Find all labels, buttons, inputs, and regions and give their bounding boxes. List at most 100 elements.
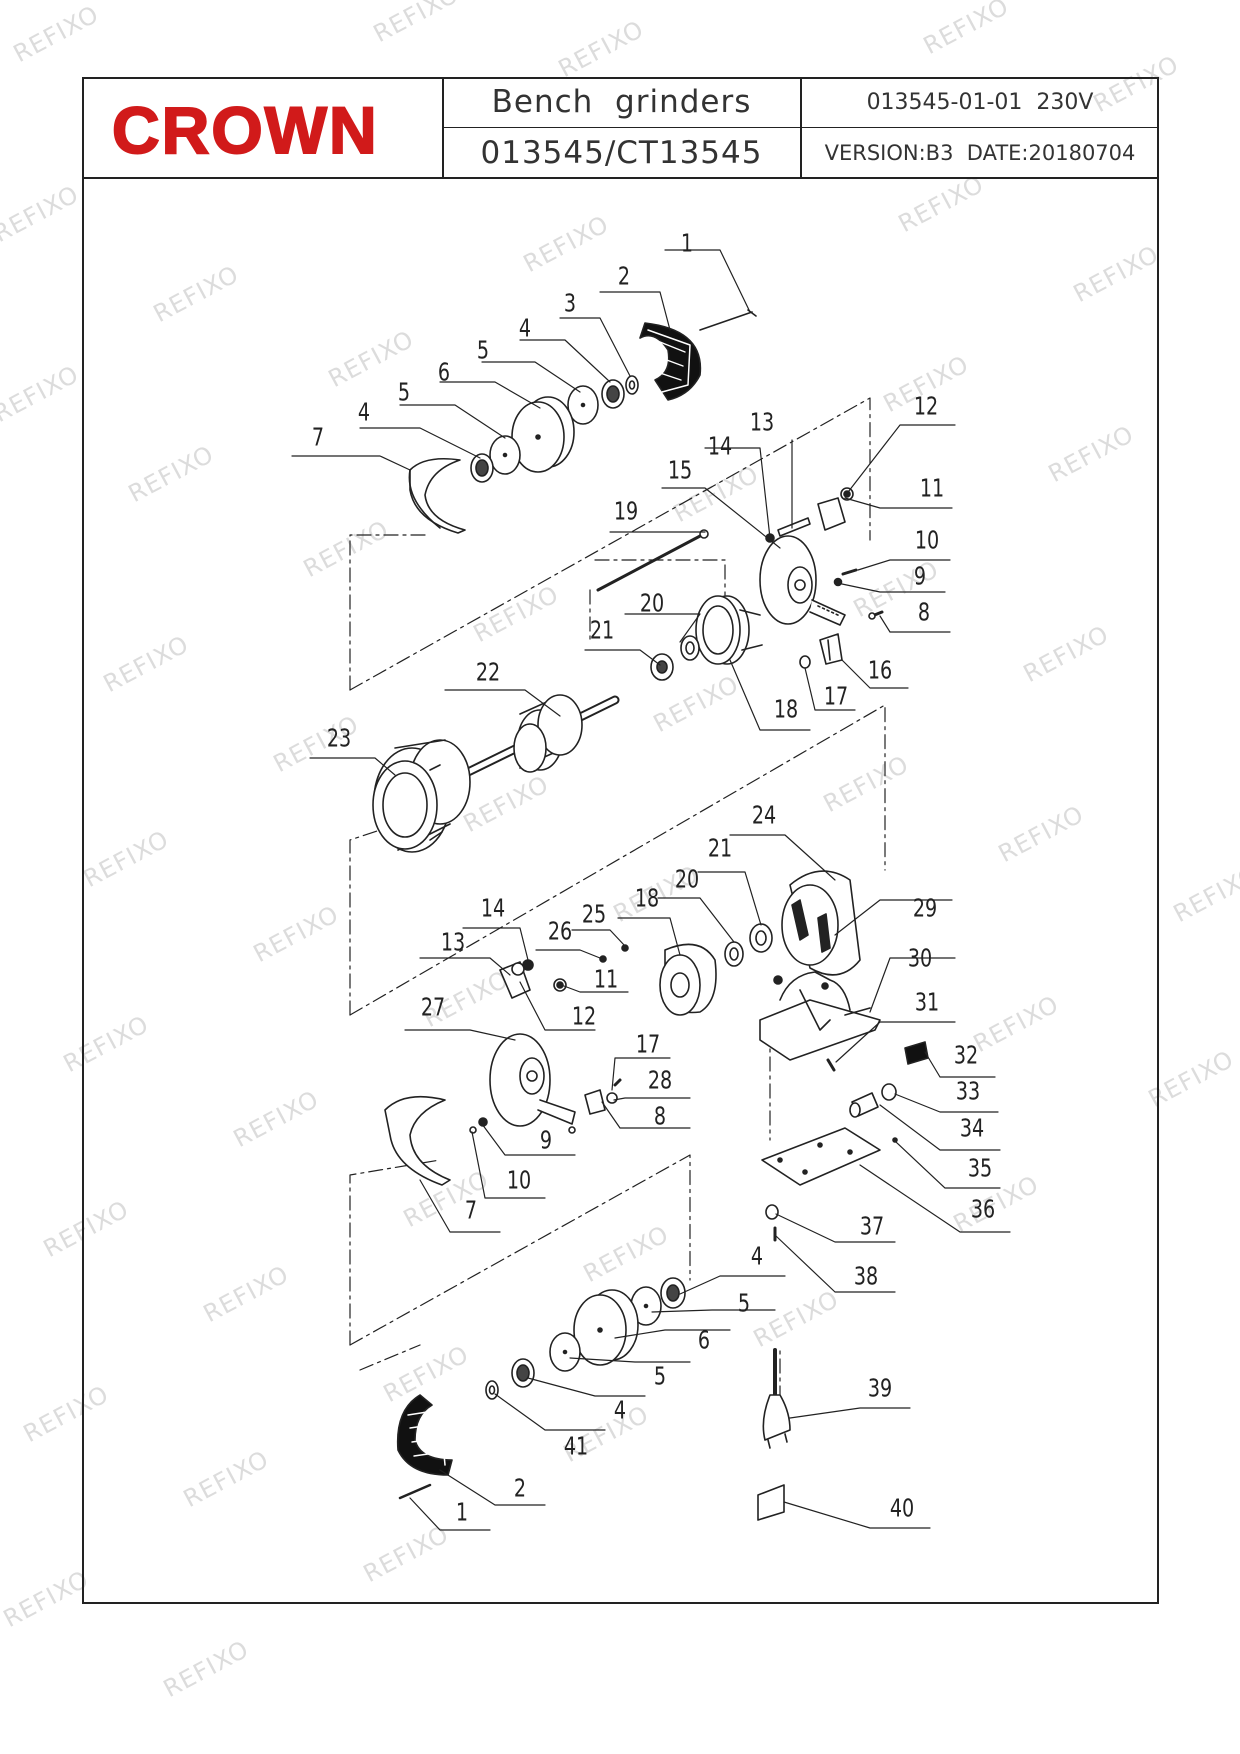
- part-callout: 18: [773, 694, 799, 724]
- part-callout: 2: [513, 1473, 527, 1503]
- part-callout: 8: [917, 597, 931, 627]
- part-callout: 40: [889, 1493, 915, 1523]
- part-callout: 22: [475, 657, 501, 687]
- part-callout: 12: [571, 1001, 597, 1031]
- part-callout: 25: [581, 899, 607, 929]
- brand-wordmark: CROWN: [111, 93, 379, 167]
- grinder-base: [759, 971, 881, 1061]
- bearing-upper: [680, 635, 700, 661]
- part-callout: 26: [547, 916, 573, 946]
- part-callout: 35: [967, 1153, 993, 1183]
- washer-5: [567, 385, 599, 425]
- screw-bottom: [398, 1483, 432, 1500]
- part-callout: 21: [589, 615, 615, 645]
- part-callout: 20: [674, 864, 700, 894]
- motor-shell: [781, 870, 861, 976]
- part-callout: 9: [539, 1125, 553, 1155]
- part-callout: 2: [617, 261, 631, 291]
- part-callout: 34: [959, 1113, 985, 1143]
- part-callout: 6: [437, 357, 451, 387]
- brush-holder-upper: [819, 633, 843, 665]
- part-callout: 11: [593, 964, 619, 994]
- part-callout: 31: [914, 987, 940, 1017]
- part-callout: 1: [455, 1497, 469, 1527]
- part-callout: 9: [913, 561, 927, 591]
- part-callout: 4: [750, 1241, 764, 1271]
- part-callout: 28: [647, 1065, 673, 1095]
- part-callout: 13: [749, 407, 775, 437]
- part-callout: 38: [853, 1261, 879, 1291]
- doc-code: 013545-01-01 230V: [866, 89, 1094, 115]
- doc-code-cell: 013545-01-01 230V: [801, 77, 1159, 128]
- part-callout: 10: [506, 1165, 532, 1195]
- small-screws-upper: [833, 568, 884, 620]
- washer-lower-b: [549, 1332, 581, 1372]
- tie-rod: [596, 529, 709, 592]
- part-callout: 14: [480, 893, 506, 923]
- product-name: Bench grinders: [491, 84, 752, 120]
- part-callout: 16: [867, 655, 893, 685]
- part-callout: 5: [397, 377, 411, 407]
- part-callout: 14: [707, 431, 733, 461]
- eye-shield-upper: [408, 457, 466, 534]
- eye-shield-lower: [384, 1095, 451, 1186]
- nut-lower: [485, 1380, 499, 1400]
- part-callout: 3: [563, 288, 577, 318]
- part-callout: 5: [653, 1361, 667, 1391]
- part-callout: 36: [970, 1194, 996, 1224]
- part-callout: 23: [326, 723, 352, 753]
- part-callout: 41: [563, 1431, 589, 1461]
- title-block-logo-cell: [82, 77, 444, 179]
- part-callout: 5: [476, 335, 490, 365]
- model-cell: 013545/CT13545: [443, 128, 802, 179]
- part-callout: 37: [859, 1211, 885, 1241]
- leader-lines: [291, 249, 1011, 1531]
- grinding-wheel-lower: [573, 1289, 639, 1366]
- product-name-cell: Bench grinders: [443, 77, 802, 128]
- bearing-housing-upper: [695, 595, 763, 665]
- part-callout: 30: [907, 943, 933, 973]
- flange-4: [601, 379, 625, 409]
- part-callout: 24: [751, 800, 777, 830]
- part-callout: 39: [867, 1373, 893, 1403]
- grinding-wheel-upper: [511, 396, 575, 473]
- bearing-lower: [749, 923, 773, 953]
- version-date: VERSION:B3 DATE:20180704: [824, 140, 1136, 165]
- bracket-12: [817, 487, 854, 531]
- part-callout: 19: [613, 496, 639, 526]
- flange-lower: [660, 1277, 686, 1309]
- part-callout: 29: [912, 893, 938, 923]
- wheel-guard-lower: [396, 1394, 453, 1476]
- end-cover-lower: [489, 1033, 576, 1127]
- model-number: 013545/CT13545: [480, 134, 763, 171]
- part-callout: 15: [667, 455, 693, 485]
- base-plate: [761, 1127, 881, 1186]
- part-callout: 1: [680, 228, 694, 258]
- part-callout: 7: [464, 1195, 478, 1225]
- version-date-cell: VERSION:B3 DATE:20180704: [801, 128, 1159, 179]
- screw-top: [699, 309, 757, 331]
- switch: [904, 1041, 929, 1065]
- flange-lower-b: [511, 1358, 535, 1388]
- rating-label: [757, 1484, 785, 1521]
- washer-5b: [489, 435, 521, 475]
- capacitor-group: [849, 1083, 898, 1143]
- part-callout: 4: [357, 397, 371, 427]
- part-callout: 21: [707, 833, 733, 863]
- part-callout: 8: [653, 1101, 667, 1131]
- part-callout: 6: [697, 1325, 711, 1355]
- part-callout: 32: [953, 1040, 979, 1070]
- flange-4b: [470, 453, 494, 483]
- small-screws-lower: [469, 1117, 488, 1134]
- part-callout: 7: [311, 422, 325, 452]
- part-callout: 17: [635, 1029, 661, 1059]
- nut-17: [799, 655, 811, 669]
- bearing-lower-b: [724, 941, 744, 967]
- rotor-shaft: [457, 694, 620, 780]
- small-parts-lower: [522, 944, 629, 992]
- nut-3: [625, 375, 639, 395]
- assembly-guide-lines: [349, 397, 886, 1401]
- crown-logo: CROWN: [111, 93, 408, 167]
